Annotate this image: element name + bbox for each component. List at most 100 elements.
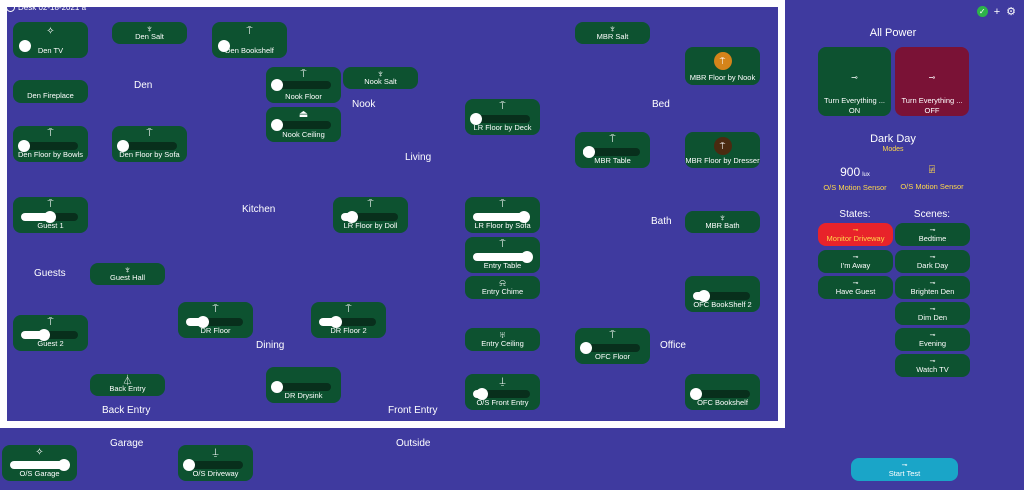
gear-icon[interactable]: ⚙ xyxy=(1006,6,1016,18)
room-label-back-entry: Back Entry xyxy=(102,405,151,416)
dimmer-slider[interactable] xyxy=(21,329,78,341)
porch-light-icon: ⏃ xyxy=(122,376,133,387)
turn-everything-off-button[interactable]: ⊸ Turn Everything ... OFF xyxy=(895,47,969,116)
modes-link[interactable]: Modes xyxy=(882,146,904,153)
device-mbr-floor-by-dresser[interactable]: ⍑ MBR Floor by Dresser xyxy=(685,132,760,168)
device-den-fireplace[interactable]: Den Fireplace xyxy=(13,80,88,103)
dimmer-slider[interactable] xyxy=(10,459,71,471)
device-guest-1[interactable]: ⍑ Guest 1 xyxy=(13,197,88,233)
device-guest-hall[interactable]: ♆ Guest Hall xyxy=(90,263,165,285)
scene-dim-den[interactable]: ⊸ Dim Den xyxy=(895,302,970,325)
scene-brighten-den[interactable]: ⊸ Brighten Den xyxy=(895,276,970,299)
lamp-icon: ⍑ xyxy=(300,69,307,80)
lamp-icon: ⍑ xyxy=(146,128,153,139)
dimmer-slider[interactable] xyxy=(473,388,530,400)
device-mbr-bath[interactable]: ♆ MBR Bath xyxy=(685,211,760,233)
device-ofc-bookshelf-2[interactable]: OFC BookShelf 2 xyxy=(685,276,760,312)
lamp-icon: ⍑ xyxy=(499,239,506,250)
device-lr-floor-by-doll[interactable]: ⍑ LR Floor by Doll xyxy=(333,197,408,233)
dimmer-slider[interactable] xyxy=(270,381,331,393)
key-icon: ⊸ xyxy=(901,462,908,469)
dimmer-slider[interactable] xyxy=(469,113,530,125)
top-toolbar: ✓ + ⚙ xyxy=(976,5,1016,18)
state-im-away[interactable]: ⊸ I'm Away xyxy=(818,250,893,273)
device-guest-2[interactable]: ⍑ Guest 2 xyxy=(13,315,88,351)
room-label-living: Living xyxy=(405,152,432,163)
dimmer-slider[interactable] xyxy=(693,290,750,302)
device-den-tv[interactable]: ✧ Den TV xyxy=(13,22,88,58)
room-label-nook: Nook xyxy=(352,99,376,110)
scene-dark-day[interactable]: ⊸ Dark Day xyxy=(895,250,970,273)
dimmer-slider[interactable] xyxy=(341,211,398,223)
dimmer-slider[interactable] xyxy=(116,140,177,152)
scene-watch-tv[interactable]: ⊸ Watch TV xyxy=(895,354,970,377)
room-label-garage: Garage xyxy=(110,438,144,449)
device-den-bookshelf[interactable]: ⍑ Den Bookshelf xyxy=(212,22,287,58)
device-ofc-floor[interactable]: ⍑ OFC Floor xyxy=(575,328,650,364)
lamp-icon: ⍑ xyxy=(713,52,732,70)
device-os-front-entry[interactable]: ⍊ O/S Front Entry xyxy=(465,374,540,410)
dimmer-slider[interactable] xyxy=(319,316,376,328)
room-label-office: Office xyxy=(660,340,686,351)
device-mbr-floor-by-nook[interactable]: ⍑ MBR Floor by Nook xyxy=(685,47,760,85)
dimmer-slider[interactable] xyxy=(21,211,78,223)
motion-sensor[interactable]: ⍯ O/S Motion Sensor xyxy=(895,164,969,191)
state-monitor-driveway[interactable]: ⊸ Monitor Driveway xyxy=(818,223,893,246)
device-den-floor-by-sofa[interactable]: ⍑ Den Floor by Sofa xyxy=(112,126,187,162)
device-den-salt[interactable]: ♆ Den Salt xyxy=(112,22,187,44)
device-lr-floor-by-deck[interactable]: ⍑ LR Floor by Deck xyxy=(465,99,540,135)
lamp-icon: ⍑ xyxy=(47,317,54,328)
turn-everything-on-button[interactable]: ⊸ Turn Everything ... ON xyxy=(818,47,891,116)
device-nook-floor[interactable]: ⍑ Nook Floor xyxy=(266,67,341,103)
state-have-guest[interactable]: ⊸ Have Guest xyxy=(818,276,893,299)
dimmer-slider[interactable] xyxy=(689,388,750,400)
ceiling-light-icon: ⏏ xyxy=(298,109,309,120)
key-icon: ⊸ xyxy=(929,280,936,287)
dashboard-title: Desk 02-18-2021 a xyxy=(18,3,87,12)
salt-lamp-icon: ♆ xyxy=(608,24,617,35)
dimmer-slider[interactable] xyxy=(579,342,640,354)
add-icon[interactable]: + xyxy=(993,5,1001,18)
lamp-icon: ⍑ xyxy=(609,134,616,145)
key-icon: ⊸ xyxy=(929,227,936,234)
dimmer-slider[interactable] xyxy=(473,211,531,223)
lamp-icon: ⍑ xyxy=(367,199,374,210)
start-test-button[interactable]: ⊸ Start Test xyxy=(851,458,958,481)
lantern-icon: ⍊ xyxy=(212,447,219,458)
device-lr-floor-by-sofa[interactable]: ⍑ LR Floor by Sofa xyxy=(465,197,540,233)
device-os-driveway[interactable]: ⍊ O/S Driveway xyxy=(178,445,253,481)
lamp-icon: ⍑ xyxy=(47,199,54,210)
device-den-floor-by-bowls[interactable]: ⍑ Den Floor by Bowls xyxy=(13,126,88,162)
dimmer-slider[interactable] xyxy=(17,140,78,152)
device-ofc-bookshelf[interactable]: OFC Bookshelf xyxy=(685,374,760,410)
device-back-entry[interactable]: ⏃ Back Entry xyxy=(90,374,165,396)
lux-sensor[interactable]: 900 lux O/S Motion Sensor xyxy=(823,165,887,192)
key-icon: ⊸ xyxy=(929,254,936,261)
device-entry-chime[interactable]: ⍾ Entry Chime xyxy=(465,276,540,299)
lamp-icon: ⍑ xyxy=(609,330,616,341)
device-dr-floor-2[interactable]: ⍑ DR Floor 2 xyxy=(311,302,386,338)
scene-evening[interactable]: ⊸ Evening xyxy=(895,328,970,351)
device-entry-table[interactable]: ⍑ Entry Table xyxy=(465,237,540,273)
device-mbr-salt[interactable]: ♆ MBR Salt xyxy=(575,22,650,44)
dimmer-slider[interactable] xyxy=(270,119,331,131)
dashboard-header: Desk 02-18-2021 a xyxy=(6,3,86,12)
device-mbr-table[interactable]: ⍑ MBR Table xyxy=(575,132,650,168)
dimmer-slider[interactable] xyxy=(270,79,331,91)
dimmer-slider[interactable] xyxy=(182,459,243,471)
status-ok-icon[interactable]: ✓ xyxy=(976,6,988,17)
dimmer-slider[interactable] xyxy=(582,146,640,158)
device-dr-floor[interactable]: ⍑ DR Floor xyxy=(178,302,253,338)
device-nook-ceiling[interactable]: ⏏ Nook Ceiling xyxy=(266,107,341,142)
room-label-den: Den xyxy=(134,80,153,91)
salt-lamp-icon: ♆ xyxy=(145,24,154,35)
device-dr-drysink[interactable]: DR Drysink xyxy=(266,367,341,403)
hub-icon xyxy=(6,3,15,12)
dimmer-slider[interactable] xyxy=(186,316,243,328)
device-os-garage[interactable]: ✧ O/S Garage xyxy=(2,445,77,481)
dimmer-slider[interactable] xyxy=(473,251,534,263)
device-nook-salt[interactable]: ♆ Nook Salt xyxy=(343,67,418,89)
device-entry-ceiling[interactable]: ♅ Entry Ceiling xyxy=(465,328,540,351)
scene-bedtime[interactable]: ⊸ Bedtime xyxy=(895,223,970,246)
mode-name[interactable]: Dark Day xyxy=(870,133,916,145)
